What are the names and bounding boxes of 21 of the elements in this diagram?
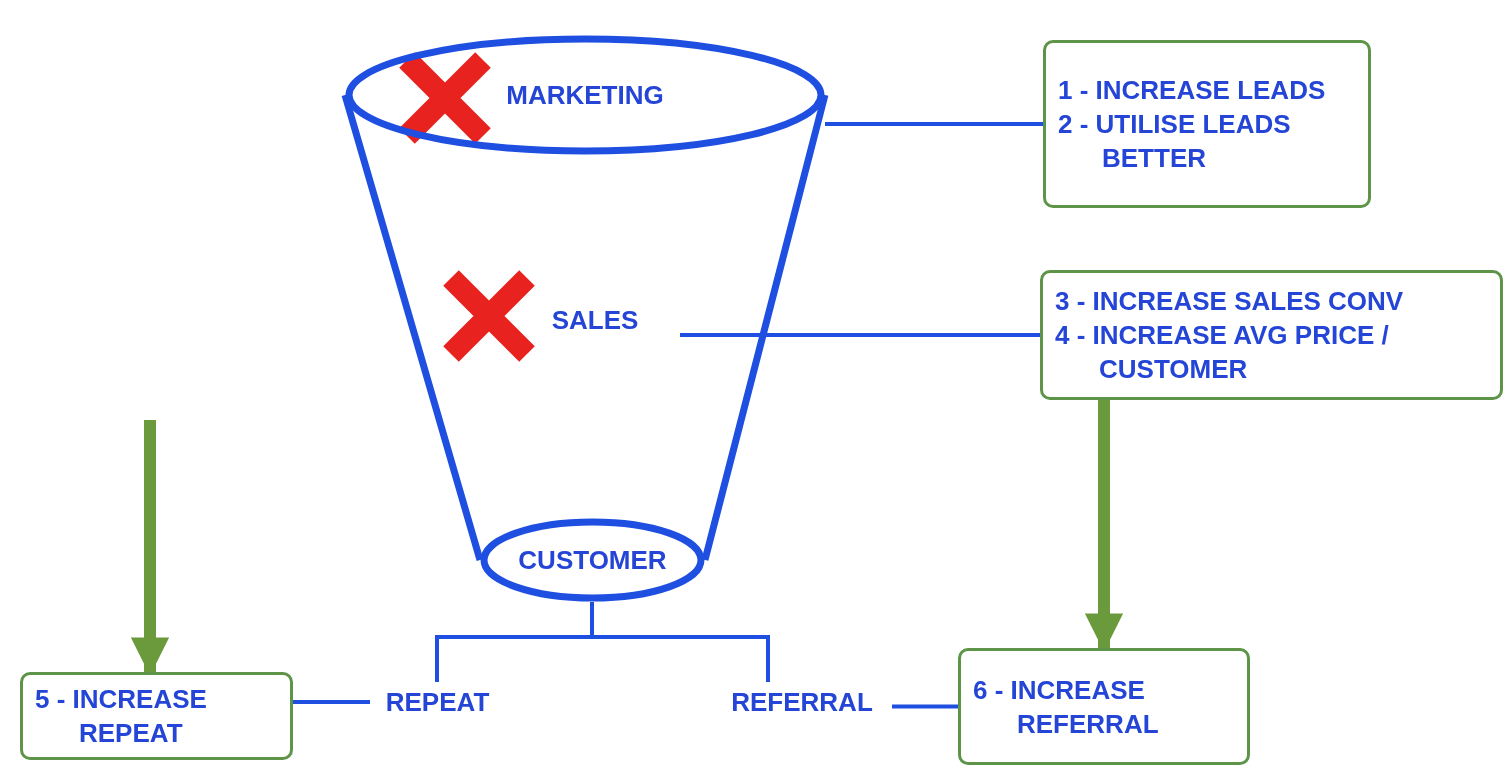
- note-box: [20, 672, 293, 760]
- note-text: 2 - UTILISE LEADS BETTER: [1058, 108, 1292, 175]
- note-text: 6 - INCREASE REFERRAL: [973, 673, 1160, 741]
- funnel-bottom-ellipse: [480, 518, 705, 602]
- note-text: 3 - INCREASE SALES CONV: [1055, 285, 1405, 318]
- note-box: [1043, 40, 1371, 208]
- connector-line: [293, 700, 370, 704]
- connector-line: [825, 122, 1043, 126]
- connector-line: [680, 333, 1040, 337]
- note-text: 4 - INCREASE AVG PRICE / CUSTOMER: [1055, 319, 1390, 386]
- label-text: CUSTOMER: [518, 544, 667, 577]
- funnel-top-ellipse: [345, 35, 825, 155]
- note-box: [1040, 270, 1503, 400]
- note-text: 1 - INCREASE LEADS: [1058, 74, 1327, 107]
- connector-line: [892, 704, 958, 709]
- note-text: 5 - INCREASE REPEAT: [35, 683, 208, 750]
- label-text: REPEAT: [385, 686, 490, 719]
- label-text: SALES: [551, 304, 639, 337]
- label-text: REFERRAL: [731, 686, 873, 719]
- label-text: MARKETING: [506, 79, 664, 112]
- note-box: [958, 648, 1250, 765]
